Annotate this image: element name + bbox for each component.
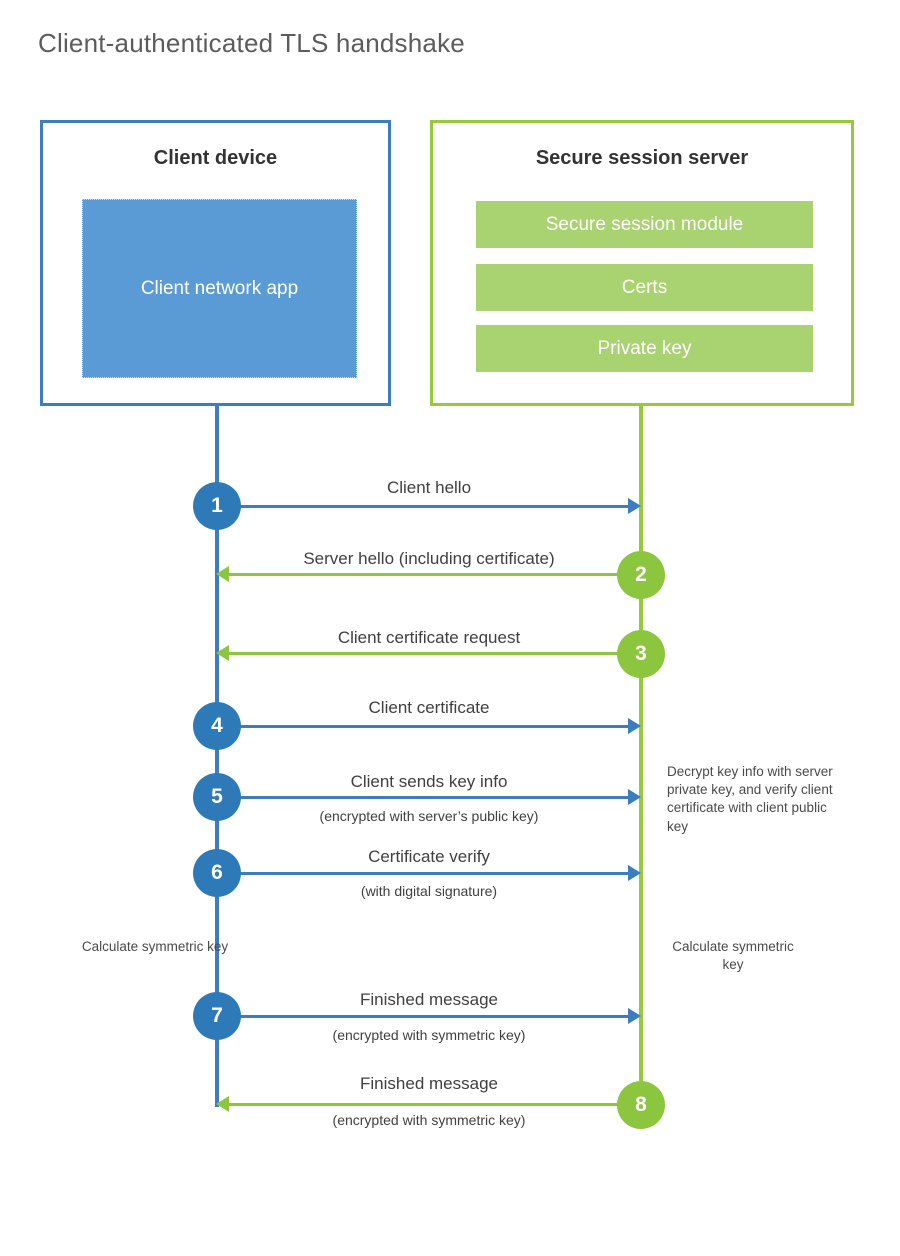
message-sublabel-6: (with digital signature) [360, 883, 498, 899]
step-marker-8: 8 [617, 1081, 665, 1129]
message-label-8: Finished message [360, 1074, 498, 1093]
message-arrow-6 [217, 872, 630, 875]
step-marker-7: 7 [193, 992, 241, 1040]
arrow-head-right-icon [628, 789, 641, 805]
message-arrow-8 [228, 1103, 641, 1106]
message-label-5: Client sends key info [350, 772, 508, 791]
message-label-2: Server hello (including certificate) [303, 549, 555, 568]
message-arrow-4 [217, 725, 630, 728]
message-arrow-2 [228, 573, 641, 576]
message-label-7: Finished message [360, 990, 498, 1009]
message-label-6: Certificate verify [368, 847, 490, 866]
message-arrow-3 [228, 652, 641, 655]
message-label-1: Client hello [386, 478, 472, 497]
arrow-head-left-icon [216, 566, 229, 582]
certs-block: Certs [476, 264, 813, 311]
secure-session-server-title: Secure session server [535, 147, 749, 169]
message-sublabel-7: (encrypted with symmetric key) [332, 1027, 526, 1043]
arrow-head-right-icon [628, 865, 641, 881]
message-label-4: Client certificate [368, 698, 490, 717]
step-marker-4: 4 [193, 702, 241, 750]
message-arrow-7 [217, 1015, 630, 1018]
step-marker-5: 5 [193, 773, 241, 821]
message-sublabel-8: (encrypted with symmetric key) [332, 1112, 526, 1128]
actor-box-secure-session-server: Secure session server Secure session mod… [430, 120, 854, 406]
message-arrow-1 [217, 505, 630, 508]
client-lifeline [215, 403, 219, 1107]
server-lifeline [639, 403, 643, 1107]
step-marker-6: 6 [193, 849, 241, 897]
message-arrow-5 [217, 796, 630, 799]
step-marker-3: 3 [617, 630, 665, 678]
page-title: Client-authenticated TLS handshake [38, 28, 465, 58]
note-server-decrypt: Decrypt key info with server private key… [667, 764, 833, 834]
note-client-calculate-symmetric-key: Calculate symmetric key [81, 939, 229, 954]
secure-session-module-block: Secure session module [476, 201, 813, 248]
arrow-head-left-icon [216, 645, 229, 661]
private-key-block: Private key [476, 325, 813, 372]
note-server-calculate-symmetric-key: Calculate symmetric key [672, 939, 794, 973]
step-marker-1: 1 [193, 482, 241, 530]
message-sublabel-5: (encrypted with server’s public key) [319, 808, 539, 824]
client-device-title: Client device [153, 147, 278, 169]
arrow-head-right-icon [628, 498, 641, 514]
arrow-head-right-icon [628, 718, 641, 734]
client-network-app-block: Client network app [82, 199, 357, 378]
step-marker-2: 2 [617, 551, 665, 599]
actor-box-client-device: Client device Client network app [40, 120, 391, 406]
message-label-3: Client certificate request [337, 628, 521, 647]
arrow-head-right-icon [628, 1008, 641, 1024]
arrow-head-left-icon [216, 1096, 229, 1112]
